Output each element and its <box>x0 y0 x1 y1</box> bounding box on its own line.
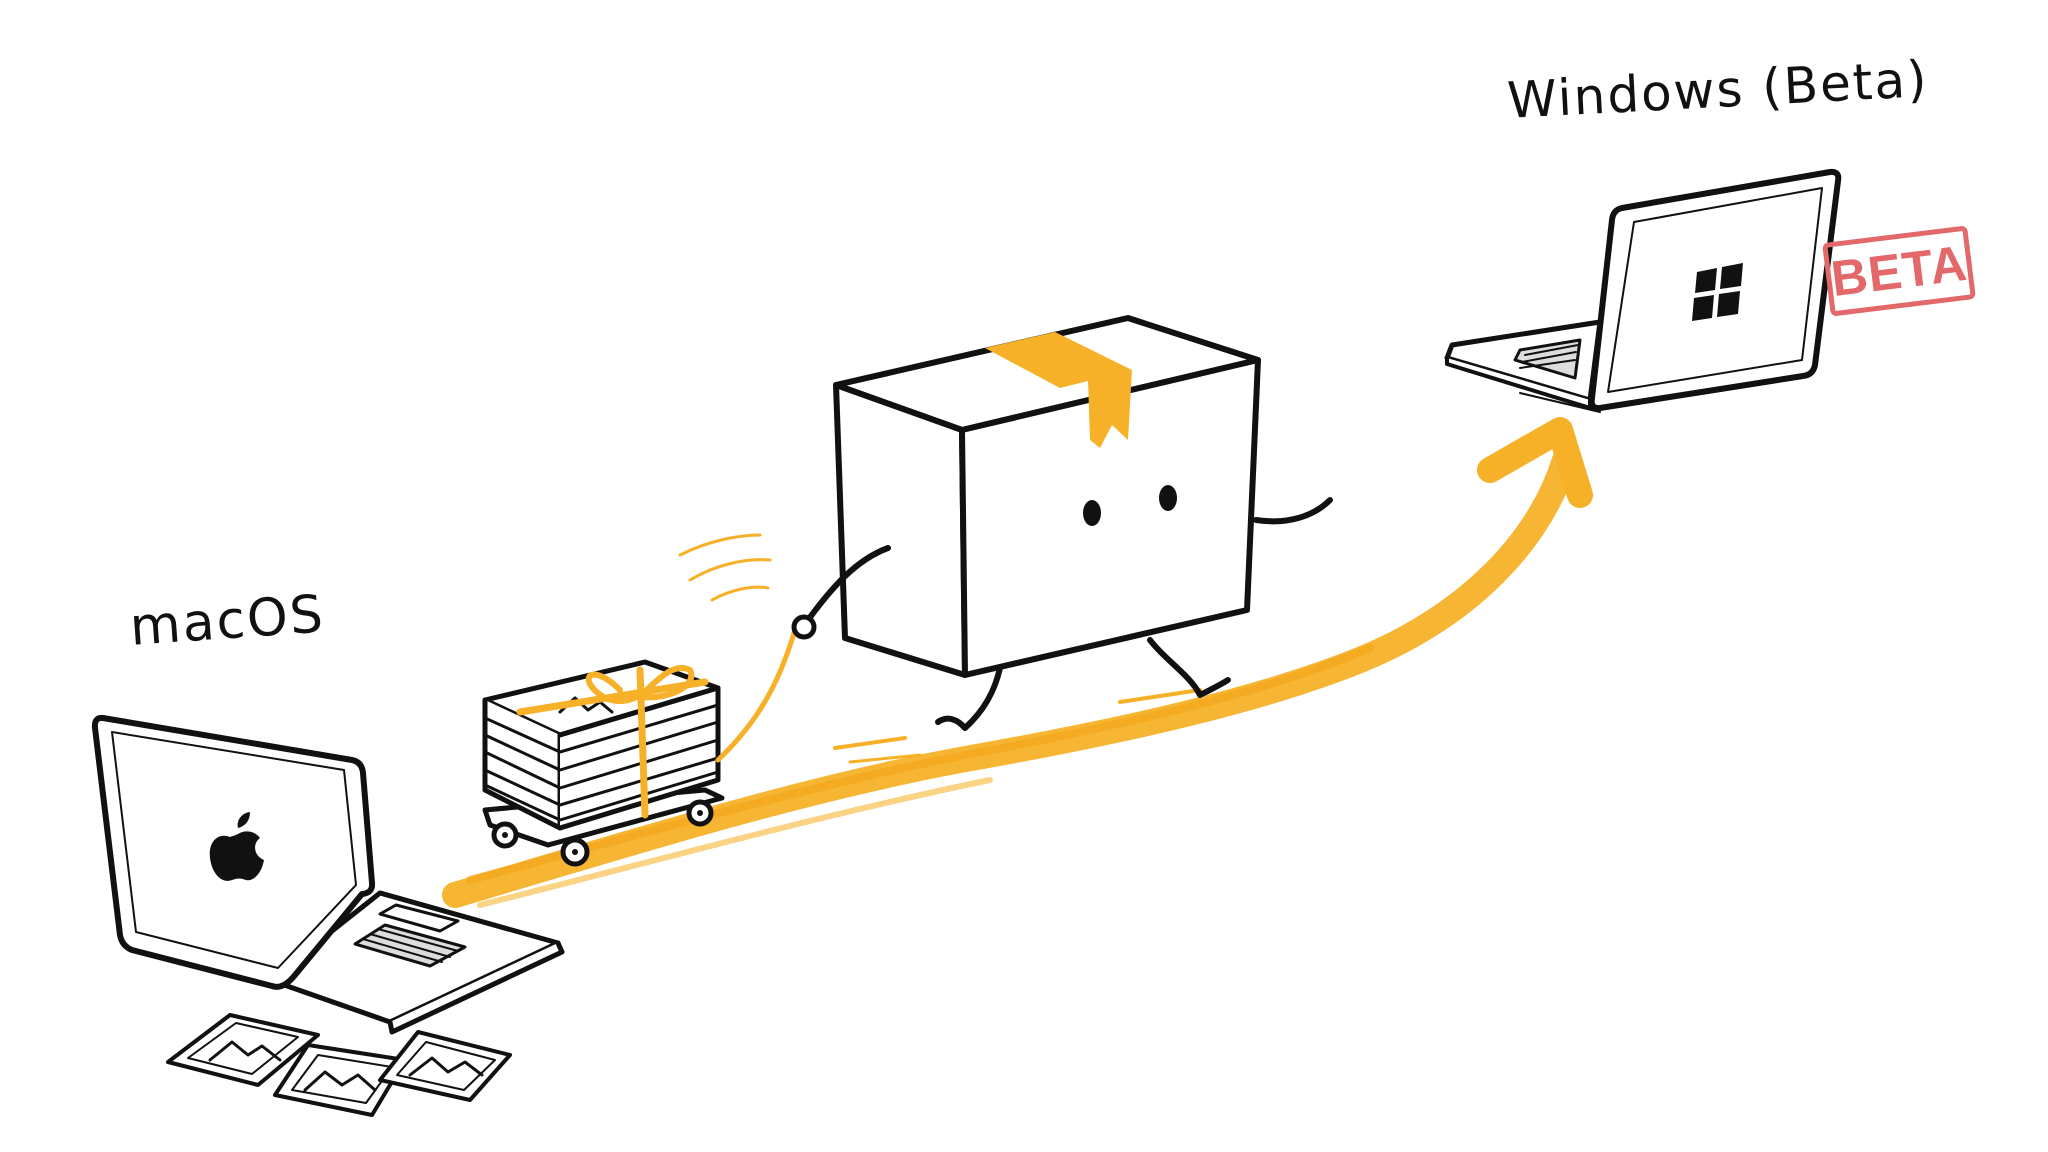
windows-logo-icon <box>1692 263 1743 321</box>
walking-box-mascot <box>791 315 1333 731</box>
rising-arrow-icon <box>442 417 1593 908</box>
apple-logo-icon <box>209 812 264 881</box>
paper-cart <box>482 533 798 867</box>
macos-laptop <box>91 714 565 1117</box>
windows-laptop <box>1444 168 1842 413</box>
photo-prints <box>166 1013 512 1117</box>
